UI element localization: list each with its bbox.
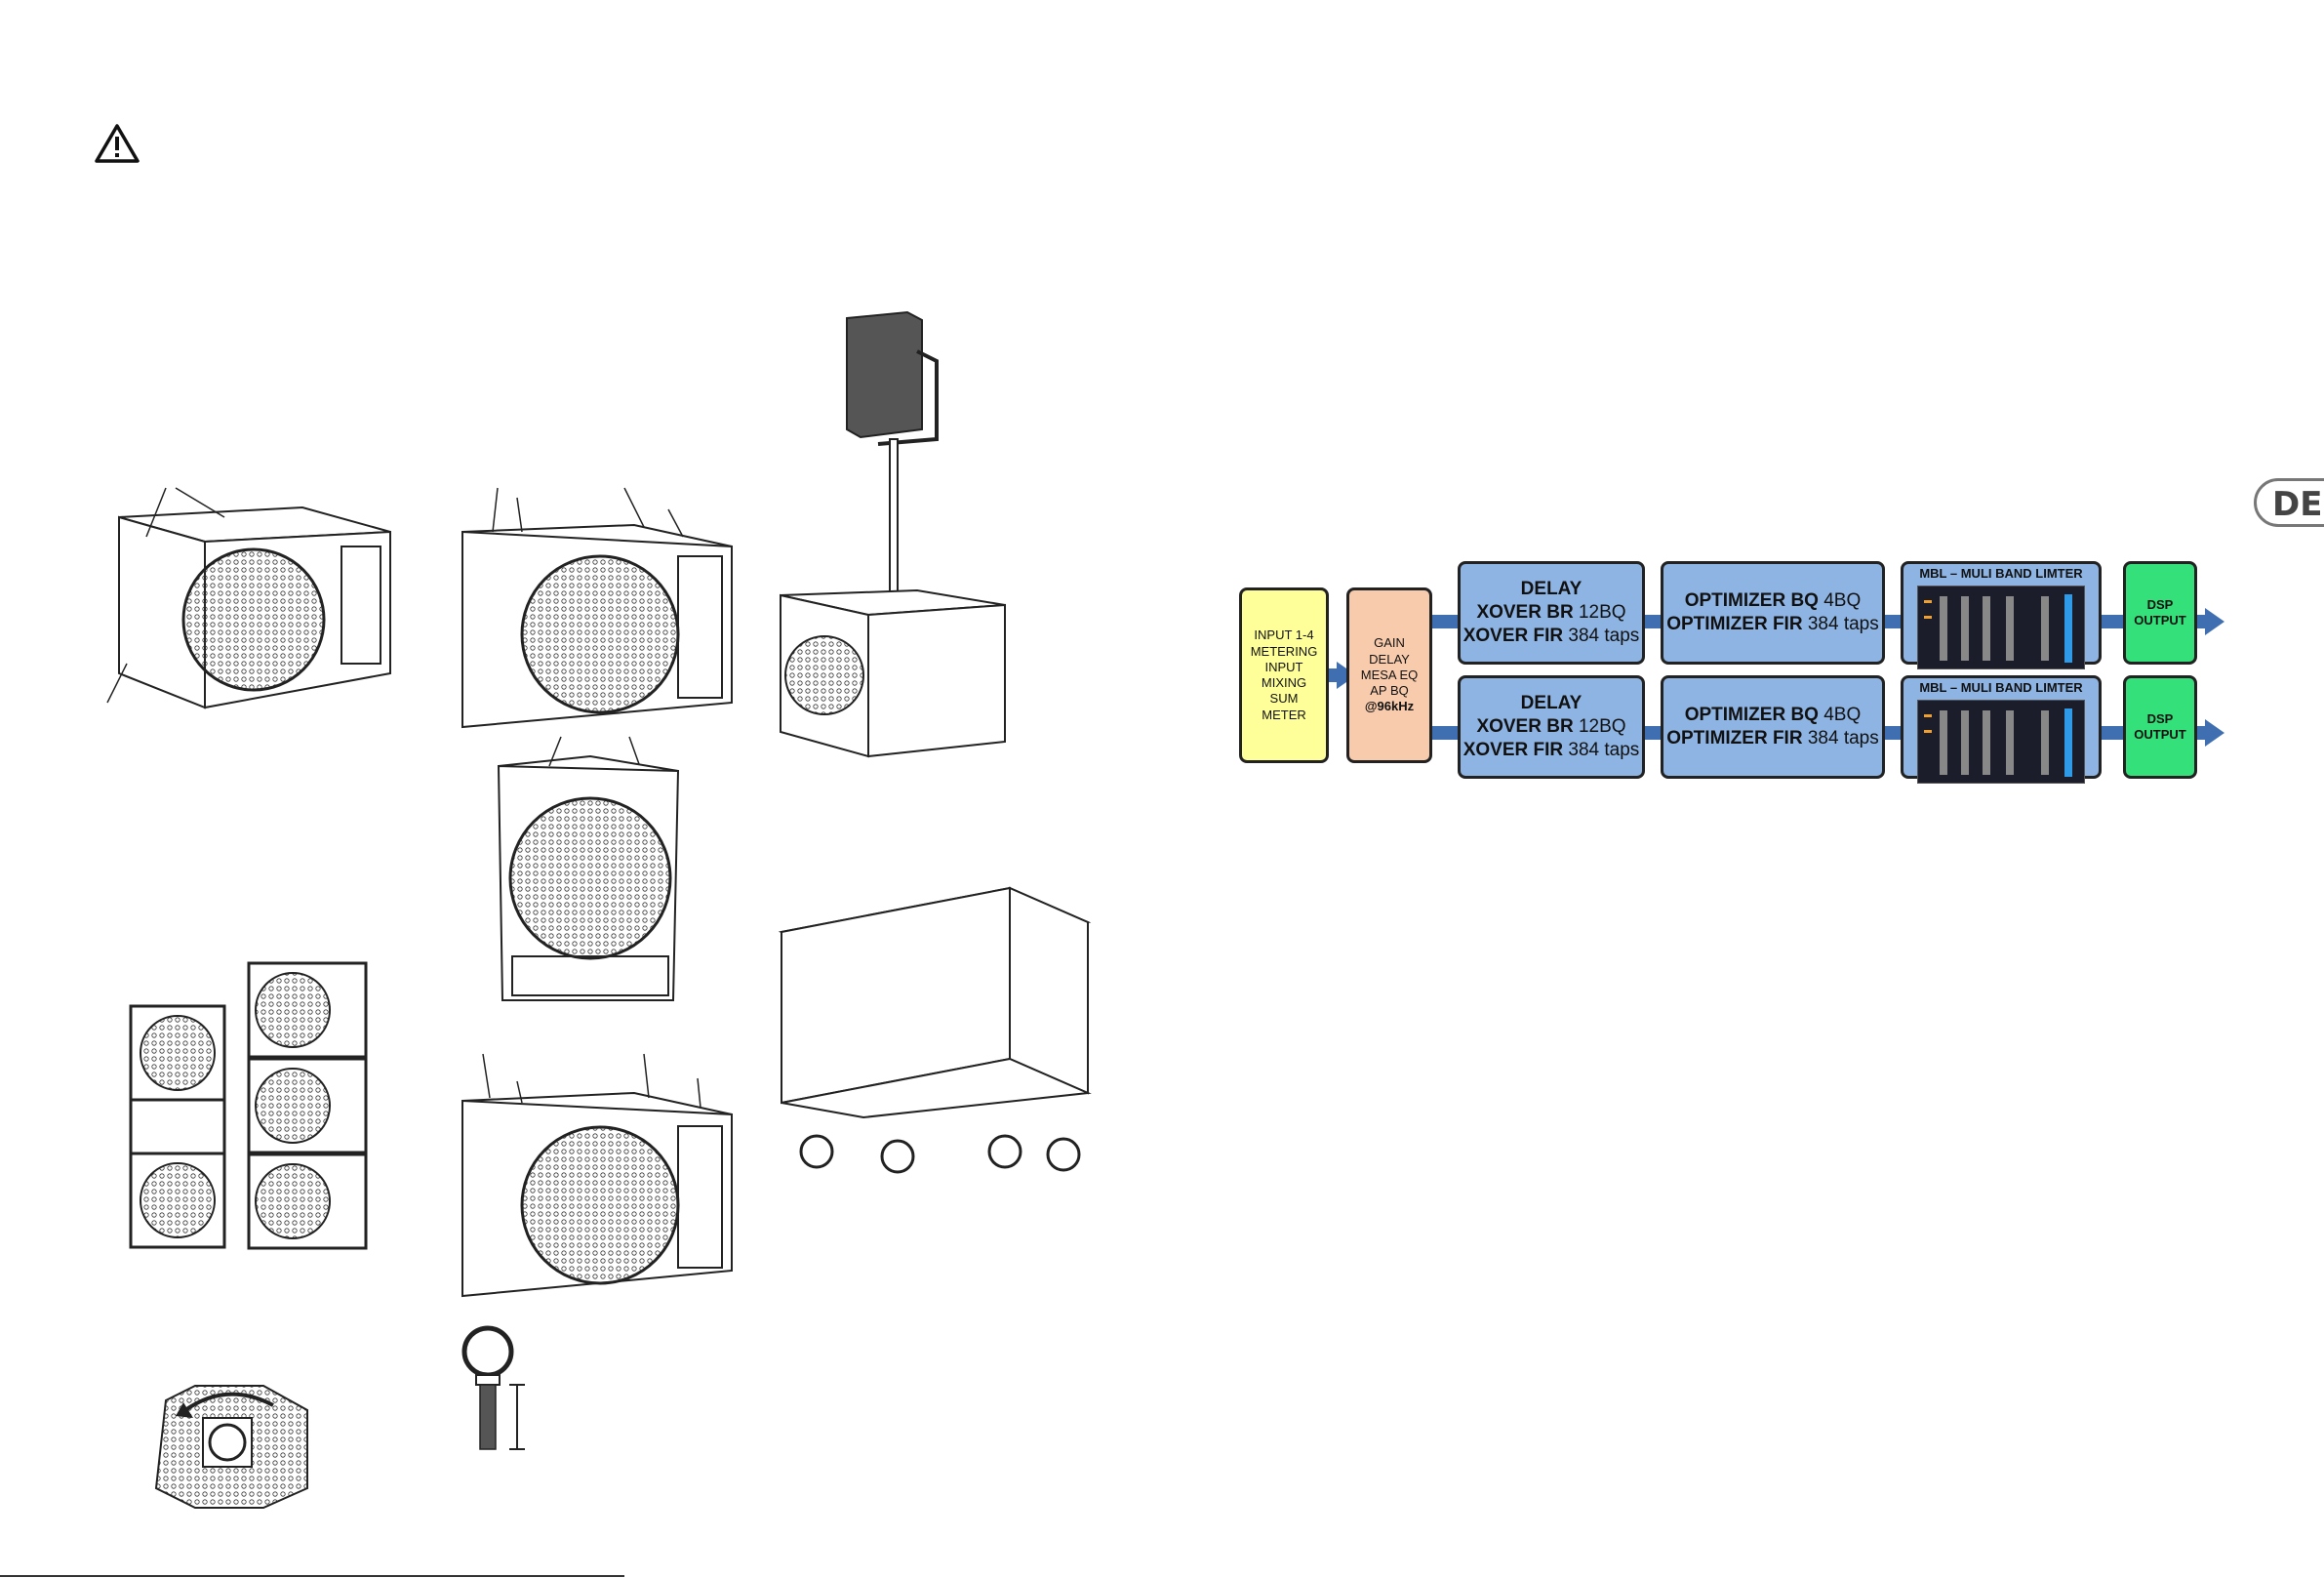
signal-arrow [1645,726,1661,740]
xover-br-label: XOVER BR [1476,602,1574,624]
xover-fir-value: 384 taps [1568,739,1640,760]
signal-arrow [1432,615,1458,628]
optimizer-box: OPTIMIZER BQ 4BQ OPTIMIZER FIR 384 taps [1661,675,1885,779]
delay-xover-box: DELAY XOVER BR 12BQ XOVER FIR 384 taps [1458,675,1645,779]
signal-arrow [2102,615,2123,628]
xover-br-label: XOVER BR [1476,716,1574,738]
delay-label: DELAY [1520,693,1583,714]
gain-box-line: GAIN [1374,635,1405,651]
dsp-output-box: DSP OUTPUT [2123,675,2197,779]
optimizer-fir-value: 384 taps [1807,614,1879,634]
language-tab-label: DE [2272,485,2323,524]
language-tab: DE [2254,478,2324,527]
warning-icon [95,124,140,163]
subwoofer-illustration [461,1053,733,1298]
dsp-output-line: DSP [2146,710,2174,726]
dsp-output-line: OUTPUT [2134,613,2186,627]
optimizer-bq-value: 4BQ [1823,705,1862,726]
eye-bolt-illustration [461,1325,525,1450]
signal-arrow [2197,615,2207,628]
optimizer-box: OPTIMIZER BQ 4BQ OPTIMIZER FIR 384 taps [1661,561,1885,665]
xover-fir-label: XOVER FIR [1463,739,1564,760]
gain-box-line: DELAY [1369,651,1410,667]
dsp-signal-flow-diagram: INPUT 1-4 METERING INPUT MIXING SUM METE… [1239,556,2224,790]
gain-box-line: AP BQ [1370,683,1409,699]
input-box-line: MIXING [1261,675,1307,690]
multiband-limiter-box: MBL – MULI BAND LIMTER [1901,561,2102,670]
input-box-line: INPUT [1264,659,1303,674]
delay-label: DELAY [1520,579,1583,600]
xover-br-value: 12BQ [1578,602,1626,624]
gain-delay-eq-box: GAIN DELAY MESA EQ AP BQ @96kHz [1346,587,1432,763]
optimizer-bq-value: 4BQ [1823,590,1862,612]
xover-br-value: 12BQ [1578,716,1626,738]
optimizer-fir-value: 384 taps [1807,728,1879,749]
pole-mount-illustration [780,310,1006,758]
mbl-title: MBL – MULI BAND LIMTER [1919,680,2083,695]
gain-box-line: @96kHz [1364,699,1415,714]
subwoofer-illustration [497,736,680,1001]
limiter-meters [1924,708,2072,778]
subwoofer-illustration [106,487,391,709]
signal-arrow [1645,615,1661,628]
input-box-line: METER [1262,707,1306,722]
limiter-screen [1917,586,2085,670]
signal-arrow [1885,615,1901,628]
optimizer-fir-label: OPTIMIZER FIR [1666,614,1803,634]
input-mixing-box: INPUT 1-4 METERING INPUT MIXING SUM METE… [1239,587,1329,763]
limiter-meters [1924,594,2072,664]
footer-rule [0,1575,624,1577]
dsp-output-line: OUTPUT [2134,727,2186,742]
optimizer-fir-label: OPTIMIZER FIR [1666,728,1803,749]
signal-arrow [1329,668,1339,682]
signal-arrow-head [2205,608,2224,635]
input-box-line: INPUT 1-4 [1254,627,1314,643]
signal-arrow-head [2205,719,2224,747]
delay-xover-box: DELAY XOVER BR 12BQ XOVER FIR 384 taps [1458,561,1645,665]
signal-arrow [1885,726,1901,740]
xover-fir-label: XOVER FIR [1463,625,1564,646]
limiter-screen [1917,700,2085,785]
input-box-line: SUM [1269,691,1299,707]
dsp-output-line: DSP [2146,596,2174,612]
input-box-line: METERING [1250,643,1318,659]
stacked-subwoofers-illustration [129,961,368,1250]
gain-box-line: MESA EQ [1360,667,1419,682]
signal-arrow [2197,726,2207,740]
optimizer-bq-label: OPTIMIZER BQ [1684,705,1819,726]
dsp-output-box: DSP OUTPUT [2123,561,2197,665]
subwoofer-illustration [461,487,733,729]
signal-arrow [2102,726,2123,740]
optimizer-bq-label: OPTIMIZER BQ [1684,590,1819,612]
signal-arrow [1432,726,1458,740]
pole-socket-detail-illustration [154,1385,308,1509]
subwoofer-on-casters-illustration [778,886,1092,1174]
xover-fir-value: 384 taps [1568,625,1640,646]
mbl-title: MBL – MULI BAND LIMTER [1919,566,2083,581]
multiband-limiter-box: MBL – MULI BAND LIMTER [1901,675,2102,785]
